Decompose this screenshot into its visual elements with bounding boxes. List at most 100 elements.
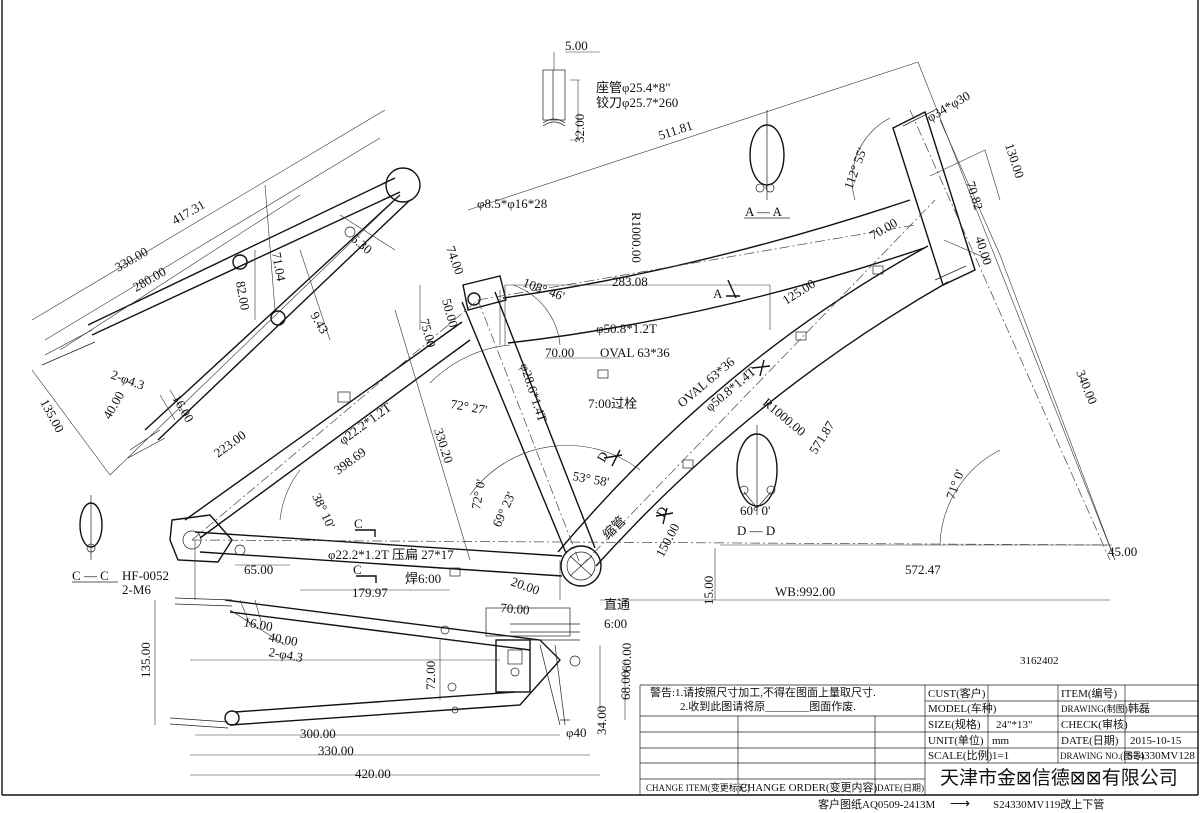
- six-note: 6:00: [604, 616, 627, 631]
- dim-70-82: 70.82: [963, 179, 986, 211]
- dropout-code: HF-0052: [122, 568, 169, 583]
- dim-511-81: 511.81: [656, 118, 694, 143]
- oval-top: OVAL 63*36: [600, 345, 670, 360]
- dim-340: 340.00: [1073, 368, 1100, 407]
- dim-wb: WB:992.00: [775, 584, 835, 599]
- dim-16-a: 16.00: [169, 392, 197, 425]
- dim-82: 82.00: [233, 280, 253, 311]
- drawing-number: 3162402: [1020, 655, 1059, 667]
- angle-71-0: 71° 0': [943, 467, 967, 501]
- dim-32: 32.00: [572, 114, 587, 143]
- dim-68: 68.00: [618, 671, 633, 700]
- dim-50: 50.00: [439, 297, 461, 329]
- top-tube-spec: φ50.8*1.2T: [596, 321, 657, 336]
- shrink-note: 缩管: [600, 513, 629, 542]
- dim-70-a: 70.00: [545, 345, 574, 360]
- drawno-value: S24330MV128: [1127, 750, 1195, 762]
- company-name: 天津市金⊠信德⊠⊠有限公司: [940, 767, 1178, 789]
- dim-330-b: 330.00: [318, 743, 354, 758]
- dim-75: 75.00: [417, 317, 439, 349]
- straight-note: 直通: [604, 597, 630, 612]
- hole-note: φ8.5*φ16*28: [477, 196, 547, 211]
- sheet-border: [1, 0, 1199, 796]
- chainstay-detail: [154, 597, 626, 776]
- dim-15: 15.00: [701, 576, 716, 605]
- drawing-value: 韩磊: [1128, 701, 1150, 715]
- mark-c1: C: [354, 516, 363, 531]
- dim-20: 20.00: [509, 574, 542, 598]
- angle-38-10: 38° 10': [309, 491, 338, 531]
- dim-phi4-3-a: 2-φ4.3: [109, 367, 147, 393]
- dim-71-04: 71.04: [269, 251, 289, 283]
- dim-9-43: 9.43: [307, 309, 331, 336]
- mark-d2: D: [653, 504, 671, 520]
- dim-130: 130.00: [1002, 141, 1027, 180]
- angle-72-27: 72° 27': [449, 396, 488, 417]
- date-label: DATE(日期): [1061, 734, 1119, 747]
- mark-a: A: [713, 286, 723, 301]
- r1000-down: R1000.00: [760, 395, 809, 439]
- change-item-header: CHANGE ITEM(变更标记): [646, 782, 750, 793]
- angle-69-23: 69° 23': [489, 490, 518, 530]
- chain-stay-spec: φ22.2*1.2T 压扁 27*17: [328, 547, 454, 562]
- item-label: ITEM(编号): [1061, 686, 1118, 700]
- section-cc-label: C — C: [72, 568, 109, 583]
- cust-label: CUST(客户): [928, 686, 986, 700]
- dim-125: 125.00: [780, 276, 818, 308]
- weld-note: 焊6:00: [405, 571, 441, 586]
- angle-72-0: 72° 0': [468, 478, 488, 510]
- dimension-lines: [194, 61, 1116, 601]
- dim-330-a: 330.00: [112, 244, 150, 275]
- dim-40-b: 40.00: [972, 234, 995, 266]
- customer-ref: 客户图纸AQ0509-2413M: [818, 797, 936, 811]
- dim-40-a: 40.00: [100, 389, 128, 422]
- angle-112-55: 112° 55': [841, 146, 870, 191]
- mark-d1: D: [594, 449, 612, 465]
- seatstay-detail: [31, 109, 421, 476]
- warning-line-1: 警告:1.请按照尺寸加工,不得在图面上量取尺寸.: [650, 685, 876, 699]
- dim-330-20: 330.20: [431, 426, 456, 465]
- dim-572-47: 572.47: [905, 562, 941, 577]
- head-tube-spec: φ34*φ30: [924, 88, 973, 125]
- angle-108: 108° 46': [521, 275, 567, 304]
- dim-398-69: 398.69: [331, 444, 369, 477]
- dim-phi40: φ40: [566, 725, 587, 740]
- dim-5: 5.00: [565, 38, 588, 53]
- check-label: CHECK(审核): [1061, 717, 1128, 731]
- dim-40-c: 40.00: [267, 629, 298, 649]
- dim-45: 45.00: [1108, 544, 1137, 559]
- angle-texts: 108° 46' 72° 27' 38° 10' 72° 0' 69° 23' …: [309, 146, 967, 531]
- main-frame: [169, 110, 976, 587]
- section-aa-label: A — A: [745, 204, 782, 219]
- reamer-note: 铰刀φ25.7*260: [596, 95, 678, 110]
- angle-60-0: 60° 0': [740, 503, 770, 518]
- dim-300: 300.00: [300, 726, 336, 741]
- dim-135-a: 135.00: [37, 396, 67, 435]
- change-date-header: DATE(日期): [877, 783, 924, 793]
- change-order-header: CHANGE ORDER(变更内容): [740, 780, 878, 794]
- dim-283-08: 283.08: [612, 274, 648, 289]
- dim-70-c: 70.00: [500, 600, 530, 617]
- centerlines: [191, 109, 1111, 567]
- dim-74: 74.00: [443, 244, 467, 277]
- dim-420: 420.00: [355, 766, 391, 781]
- dim-223: 223.00: [211, 427, 249, 460]
- dim-34: 34.00: [594, 706, 609, 735]
- dim-417-31: 417.31: [169, 197, 207, 228]
- model-label: MODEL(车种): [928, 701, 997, 715]
- scale-value: 1=1: [992, 750, 1009, 762]
- dim-65: 65.00: [244, 562, 273, 577]
- drawing-label: DRAWING(制图): [1061, 703, 1128, 714]
- dimension-texts: 5.00 32.00 511.81 417.31 330.00 280.00 7…: [37, 38, 1137, 781]
- bolt-note: 7:00过栓: [588, 396, 637, 411]
- dim-179-97: 179.97: [352, 585, 388, 600]
- unit-label: UNIT(单位): [928, 733, 984, 747]
- dim-135-b: 135.00: [138, 642, 153, 678]
- date-value: 2015-10-15: [1130, 735, 1182, 747]
- footer-notes: 客户图纸AQ0509-2413M ⟶ S24330MV119改上下管: [818, 797, 1104, 812]
- unit-value: mm: [992, 735, 1010, 747]
- m6-note: 2-M6: [122, 582, 151, 597]
- footer-arrow: ⟶: [950, 797, 970, 812]
- dim-571-87: 571.87: [806, 418, 838, 457]
